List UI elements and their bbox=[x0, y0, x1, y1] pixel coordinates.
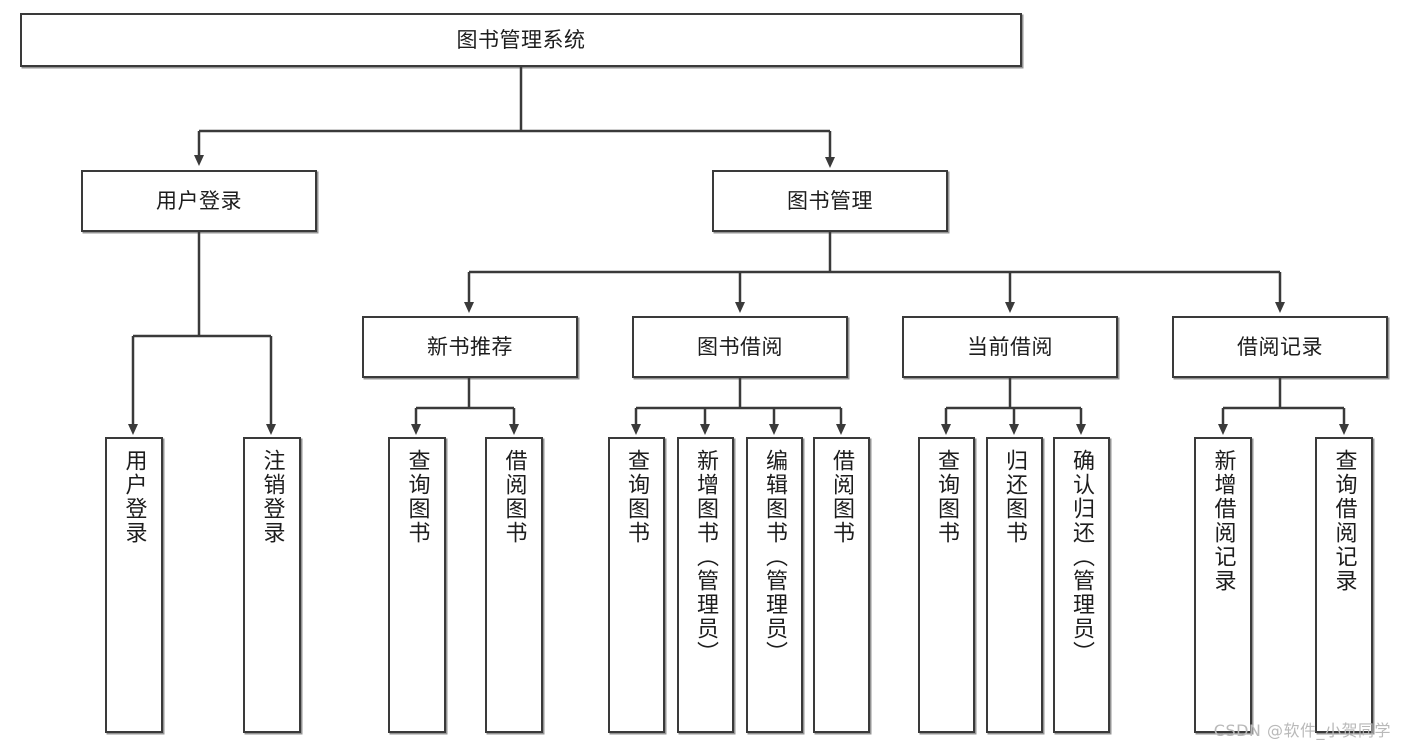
leaf-label: 确认归还（管理员） bbox=[1069, 449, 1095, 665]
leaf-borrow-edit-book[interactable]: 编辑图书（管理员） bbox=[746, 437, 803, 733]
leaf-label: 借阅图书 bbox=[829, 449, 855, 545]
node-new-book-recommend-label: 新书推荐 bbox=[427, 334, 513, 359]
leaf-record-query-record[interactable]: 查询借阅记录 bbox=[1315, 437, 1373, 733]
node-user-login-label: 用户登录 bbox=[156, 188, 242, 213]
node-book-borrow-label: 图书借阅 bbox=[697, 334, 783, 359]
leaf-label: 查询图书 bbox=[934, 449, 960, 545]
leaf-label: 用户登录 bbox=[121, 449, 147, 545]
node-book-management[interactable]: 图书管理 bbox=[712, 170, 948, 232]
node-book-borrow[interactable]: 图书借阅 bbox=[632, 316, 848, 378]
leaf-current-confirm-return[interactable]: 确认归还（管理员） bbox=[1053, 437, 1110, 733]
leaf-borrow-borrow-book[interactable]: 借阅图书 bbox=[813, 437, 870, 733]
leaf-current-query-book[interactable]: 查询图书 bbox=[918, 437, 975, 733]
leaf-label: 新增图书（管理员） bbox=[693, 449, 719, 665]
leaf-label: 归还图书 bbox=[1002, 449, 1028, 545]
leaf-label: 查询图书 bbox=[624, 449, 650, 545]
leaf-label: 新增借阅记录 bbox=[1210, 449, 1236, 593]
leaf-label: 注销登录 bbox=[259, 449, 285, 545]
leaf-borrow-add-book[interactable]: 新增图书（管理员） bbox=[677, 437, 734, 733]
node-book-management-label: 图书管理 bbox=[787, 188, 873, 213]
csdn-watermark: CSDN @软件_小贺同学 bbox=[1213, 721, 1391, 740]
leaf-recommend-borrow-book[interactable]: 借阅图书 bbox=[485, 437, 543, 733]
node-current-borrow[interactable]: 当前借阅 bbox=[902, 316, 1118, 378]
leaf-label: 查询图书 bbox=[404, 449, 430, 545]
node-user-login[interactable]: 用户登录 bbox=[81, 170, 317, 232]
node-root[interactable]: 图书管理系统 bbox=[20, 13, 1022, 67]
node-borrow-record[interactable]: 借阅记录 bbox=[1172, 316, 1388, 378]
leaf-recommend-query-book[interactable]: 查询图书 bbox=[388, 437, 446, 733]
leaf-current-return-book[interactable]: 归还图书 bbox=[986, 437, 1043, 733]
leaf-borrow-query-book[interactable]: 查询图书 bbox=[608, 437, 665, 733]
node-borrow-record-label: 借阅记录 bbox=[1237, 334, 1323, 359]
leaf-label: 编辑图书（管理员） bbox=[762, 449, 788, 665]
leaf-user-login-logout[interactable]: 注销登录 bbox=[243, 437, 301, 733]
leaf-label: 查询借阅记录 bbox=[1331, 449, 1357, 593]
leaf-user-login-login[interactable]: 用户登录 bbox=[105, 437, 163, 733]
leaf-record-add-record[interactable]: 新增借阅记录 bbox=[1194, 437, 1252, 733]
node-new-book-recommend[interactable]: 新书推荐 bbox=[362, 316, 578, 378]
node-current-borrow-label: 当前借阅 bbox=[967, 334, 1053, 359]
node-root-label: 图书管理系统 bbox=[456, 27, 586, 52]
leaf-label: 借阅图书 bbox=[501, 449, 527, 545]
